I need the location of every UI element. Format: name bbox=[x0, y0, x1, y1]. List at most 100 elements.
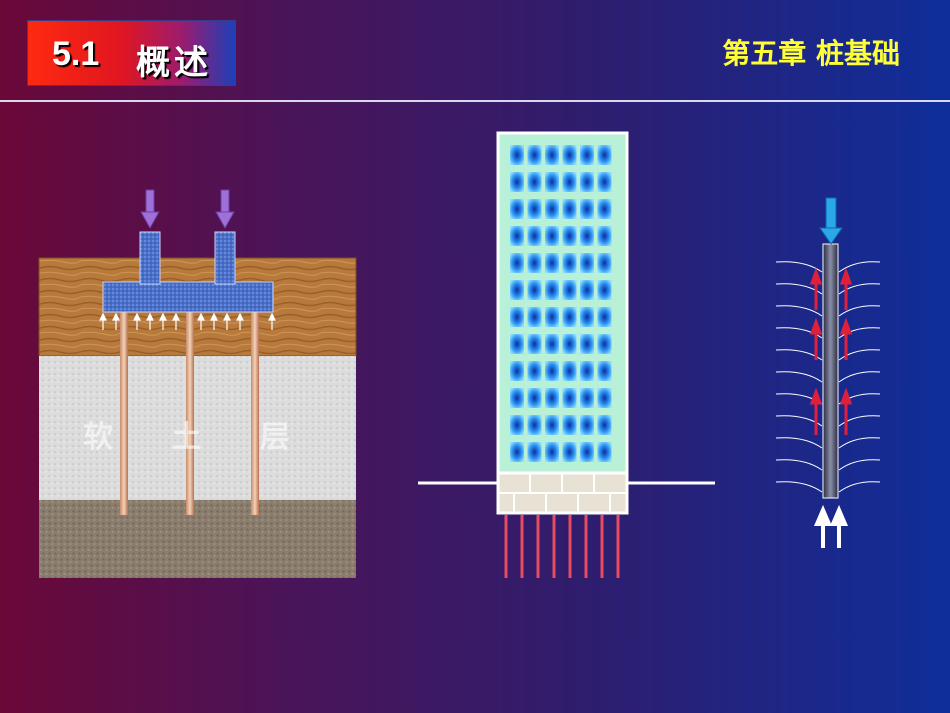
building-window bbox=[510, 334, 524, 354]
header-divider bbox=[0, 100, 950, 102]
stress-line-right bbox=[838, 415, 881, 427]
bearing-layer bbox=[39, 500, 356, 578]
pile-middle bbox=[186, 310, 194, 515]
section-badge: 5.1 概述 bbox=[27, 20, 236, 86]
building-window bbox=[597, 280, 612, 300]
pile-cap bbox=[102, 281, 274, 313]
column-right bbox=[214, 231, 236, 285]
building-window bbox=[510, 145, 524, 165]
stress-line-left bbox=[775, 437, 823, 449]
building-window bbox=[527, 388, 542, 408]
stress-line-left bbox=[775, 327, 823, 339]
building-window bbox=[580, 226, 594, 246]
pile-left bbox=[120, 310, 128, 515]
building-window bbox=[545, 415, 559, 435]
building-window bbox=[562, 145, 577, 165]
foundation-piles bbox=[504, 515, 620, 578]
pile-cap-diagram bbox=[38, 189, 357, 578]
building-window bbox=[527, 145, 542, 165]
building-window bbox=[597, 442, 612, 462]
building-window bbox=[597, 145, 612, 165]
building-window bbox=[580, 442, 594, 462]
section-number: 5.1 bbox=[52, 35, 100, 73]
building-window bbox=[545, 145, 559, 165]
stress-line-right bbox=[838, 371, 881, 383]
building-window bbox=[562, 253, 577, 273]
chapter-title: 第五章 桩基础 bbox=[722, 37, 900, 70]
building-window bbox=[580, 334, 594, 354]
building-window bbox=[562, 280, 577, 300]
building-windows bbox=[510, 145, 612, 462]
soft-soil-label: 软 土 层 bbox=[83, 420, 314, 455]
building-window bbox=[562, 361, 577, 381]
building-window bbox=[562, 172, 577, 192]
column-left bbox=[139, 231, 161, 285]
building-window bbox=[545, 172, 559, 192]
building-window bbox=[545, 442, 559, 462]
building-window bbox=[527, 415, 542, 435]
building-window bbox=[580, 253, 594, 273]
stress-line-right bbox=[838, 437, 881, 449]
building-window bbox=[510, 172, 524, 192]
stress-line-left bbox=[775, 371, 823, 383]
building-window bbox=[545, 199, 559, 219]
building-window bbox=[580, 145, 594, 165]
stress-line-left bbox=[775, 415, 823, 427]
stress-line-left bbox=[775, 261, 823, 273]
basement-joints bbox=[498, 473, 627, 513]
building-window bbox=[597, 307, 612, 327]
building-window bbox=[597, 172, 612, 192]
skin-friction-arrows bbox=[809, 267, 853, 435]
building-window bbox=[545, 226, 559, 246]
building-window bbox=[597, 199, 612, 219]
building-window bbox=[545, 334, 559, 354]
building-window bbox=[562, 334, 577, 354]
soil-reaction-arrows bbox=[99, 312, 276, 330]
building-window bbox=[510, 442, 524, 462]
building-window bbox=[545, 253, 559, 273]
building-window bbox=[562, 415, 577, 435]
building-window bbox=[527, 199, 542, 219]
building-window bbox=[597, 334, 612, 354]
building-window bbox=[510, 226, 524, 246]
building-window bbox=[545, 307, 559, 327]
stress-line-left bbox=[775, 459, 823, 471]
building-window bbox=[597, 253, 612, 273]
building-window bbox=[580, 280, 594, 300]
building-window bbox=[527, 172, 542, 192]
stress-line-right bbox=[838, 305, 881, 317]
building-window bbox=[562, 442, 577, 462]
pile-shaft bbox=[822, 243, 839, 499]
building-window bbox=[580, 199, 594, 219]
building-window bbox=[597, 415, 612, 435]
building-window bbox=[562, 199, 577, 219]
building-window bbox=[527, 361, 542, 381]
building-window bbox=[527, 226, 542, 246]
building-window bbox=[580, 388, 594, 408]
stress-line-right bbox=[838, 261, 881, 273]
stress-line-right bbox=[838, 349, 881, 361]
building-window bbox=[510, 361, 524, 381]
soft-soil-layer bbox=[39, 356, 356, 500]
stress-line-left bbox=[775, 349, 823, 361]
building-window bbox=[562, 226, 577, 246]
section-title: 概述 bbox=[136, 43, 212, 83]
building-diagram bbox=[418, 131, 715, 578]
building-window bbox=[510, 199, 524, 219]
stress-line-left bbox=[775, 481, 823, 493]
building-window bbox=[580, 307, 594, 327]
stress-line-left bbox=[775, 305, 823, 317]
building-window bbox=[562, 388, 577, 408]
building-window bbox=[580, 361, 594, 381]
stress-line-right bbox=[838, 327, 881, 339]
stress-line-right bbox=[838, 283, 881, 295]
building-window bbox=[597, 388, 612, 408]
building-window bbox=[527, 280, 542, 300]
stress-line-right bbox=[838, 459, 881, 471]
building-window bbox=[597, 361, 612, 381]
building-window bbox=[580, 415, 594, 435]
building-window bbox=[545, 280, 559, 300]
building-window bbox=[545, 388, 559, 408]
building-window bbox=[597, 226, 612, 246]
